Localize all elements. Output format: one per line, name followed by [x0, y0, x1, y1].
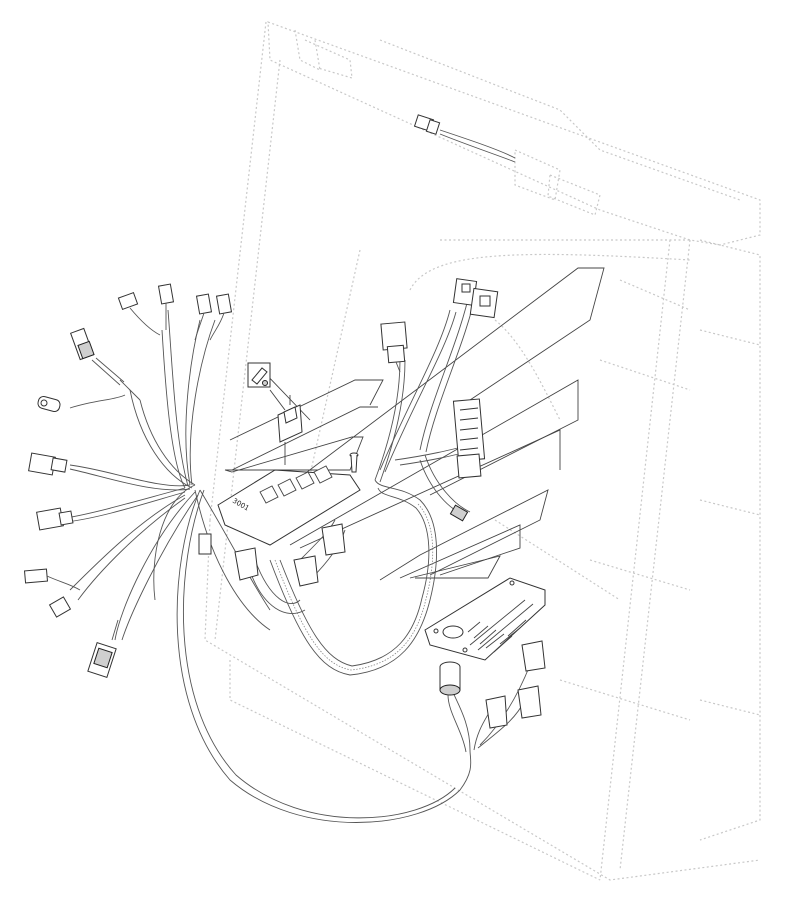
top-clip-connector [413, 114, 516, 163]
small-connector-f [48, 596, 72, 618]
upper-connector-block [452, 278, 499, 319]
left-connectors [23, 283, 233, 678]
plug-connector-mid [28, 452, 68, 476]
small-connector-e [23, 568, 49, 584]
inline-fuse [449, 504, 469, 522]
plug-connector-lower [36, 507, 74, 531]
connector-g [198, 533, 212, 555]
mounting-screw [349, 452, 359, 473]
cylinder-connector [439, 661, 461, 696]
relay-connector [380, 321, 408, 373]
connector-h [234, 547, 259, 581]
connector-j [321, 523, 346, 556]
connector-b [157, 283, 175, 305]
connector-k [485, 695, 508, 729]
connector-l [517, 685, 542, 719]
fuse-block-connector [452, 398, 486, 479]
vent-cover-plate [424, 577, 546, 661]
ring-terminal [37, 395, 61, 413]
lower-right-connectors [439, 640, 546, 729]
multi-pin-connector-lower [87, 619, 119, 678]
main-harness [65, 309, 472, 823]
multi-pin-connector-upper [69, 327, 125, 386]
cab-structure-ghost [204, 21, 761, 881]
spiral-conduit [269, 479, 437, 676]
connector-i [293, 555, 319, 587]
right-connectors [380, 278, 499, 522]
connector-m [521, 640, 546, 672]
connector-a [117, 291, 139, 311]
connector-c [195, 293, 213, 315]
connector-d [215, 293, 233, 315]
lower-plug-connectors [198, 523, 346, 587]
rocker-switch-assembly [247, 362, 303, 465]
switch-panel-plate: 3001 [217, 465, 361, 546]
